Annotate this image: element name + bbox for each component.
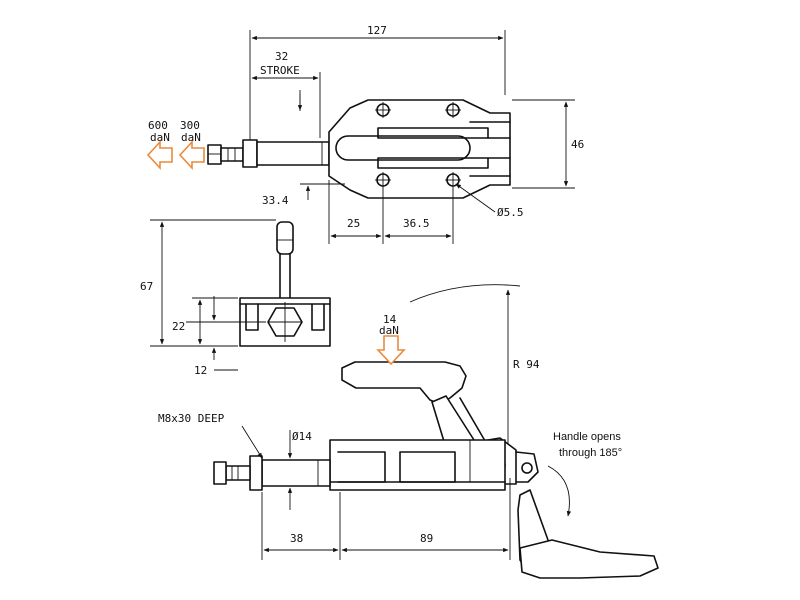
- open-arc: [547, 465, 572, 517]
- end-view: 67 22 12: [140, 219, 331, 377]
- force-600-value: 600: [148, 119, 168, 132]
- dim-stroke-label: STROKE: [260, 64, 300, 77]
- thread-label: M8x30 DEEP: [158, 412, 225, 425]
- dim-36-5-label: 36.5: [403, 217, 430, 230]
- force-300-value: 300: [180, 119, 200, 132]
- handle-note-2: through 185°: [559, 447, 622, 459]
- top-link-lower: [377, 157, 489, 169]
- radius-label: R 94: [513, 358, 540, 371]
- dim-33-4-label: 33.4: [262, 194, 289, 207]
- side-handle: [341, 361, 467, 405]
- top-bolt-head: [207, 144, 222, 165]
- open-handle-grip: [519, 539, 659, 579]
- top-body: [328, 99, 511, 199]
- force-600-unit: daN: [150, 131, 170, 144]
- dim-38-label: 38: [290, 532, 303, 545]
- top-plunger: [256, 141, 330, 166]
- pivot-hole: [521, 462, 533, 474]
- dim-stroke-value: 32: [275, 50, 288, 63]
- dim-127-label: 127: [367, 24, 387, 37]
- handle-note-1: Handle opens: [553, 431, 621, 443]
- force-arrow-300: [178, 139, 205, 171]
- top-link-upper: [377, 127, 489, 139]
- side-view: R 94 Handle opens through 185° 14 daN: [158, 284, 659, 579]
- shaft-diameter-label: Ø14: [292, 430, 312, 443]
- force-arrow-14: [376, 335, 406, 366]
- force-arrow-600: [146, 139, 173, 171]
- side-bolt-head: [213, 461, 227, 485]
- top-thread: [220, 147, 244, 162]
- dim-22-label: 22: [172, 320, 185, 333]
- dim-hole-label: Ø5.5: [497, 206, 524, 219]
- side-plunger: [261, 459, 331, 487]
- dim-46-label: 46: [571, 138, 584, 151]
- dim-25-label: 25: [347, 217, 360, 230]
- top-view: 127 32 STROKE 46 33.4 25 36.5 Ø5.5 6: [146, 24, 584, 244]
- top-slot: [335, 135, 471, 161]
- dim-67-label: 67: [140, 280, 153, 293]
- force-arrows-top: 600 daN 300 daN: [146, 119, 205, 171]
- side-collar: [249, 455, 263, 491]
- force-300-unit: daN: [181, 131, 201, 144]
- force-14-unit: daN: [379, 324, 399, 337]
- force-14-value: 14: [383, 313, 397, 326]
- dim-12-label: 12: [194, 364, 207, 377]
- top-collar: [242, 139, 258, 168]
- swing-arc: [409, 284, 521, 303]
- end-handle-knob: [276, 221, 294, 255]
- top-holes: [375, 102, 461, 188]
- dim-89-label: 89: [420, 532, 433, 545]
